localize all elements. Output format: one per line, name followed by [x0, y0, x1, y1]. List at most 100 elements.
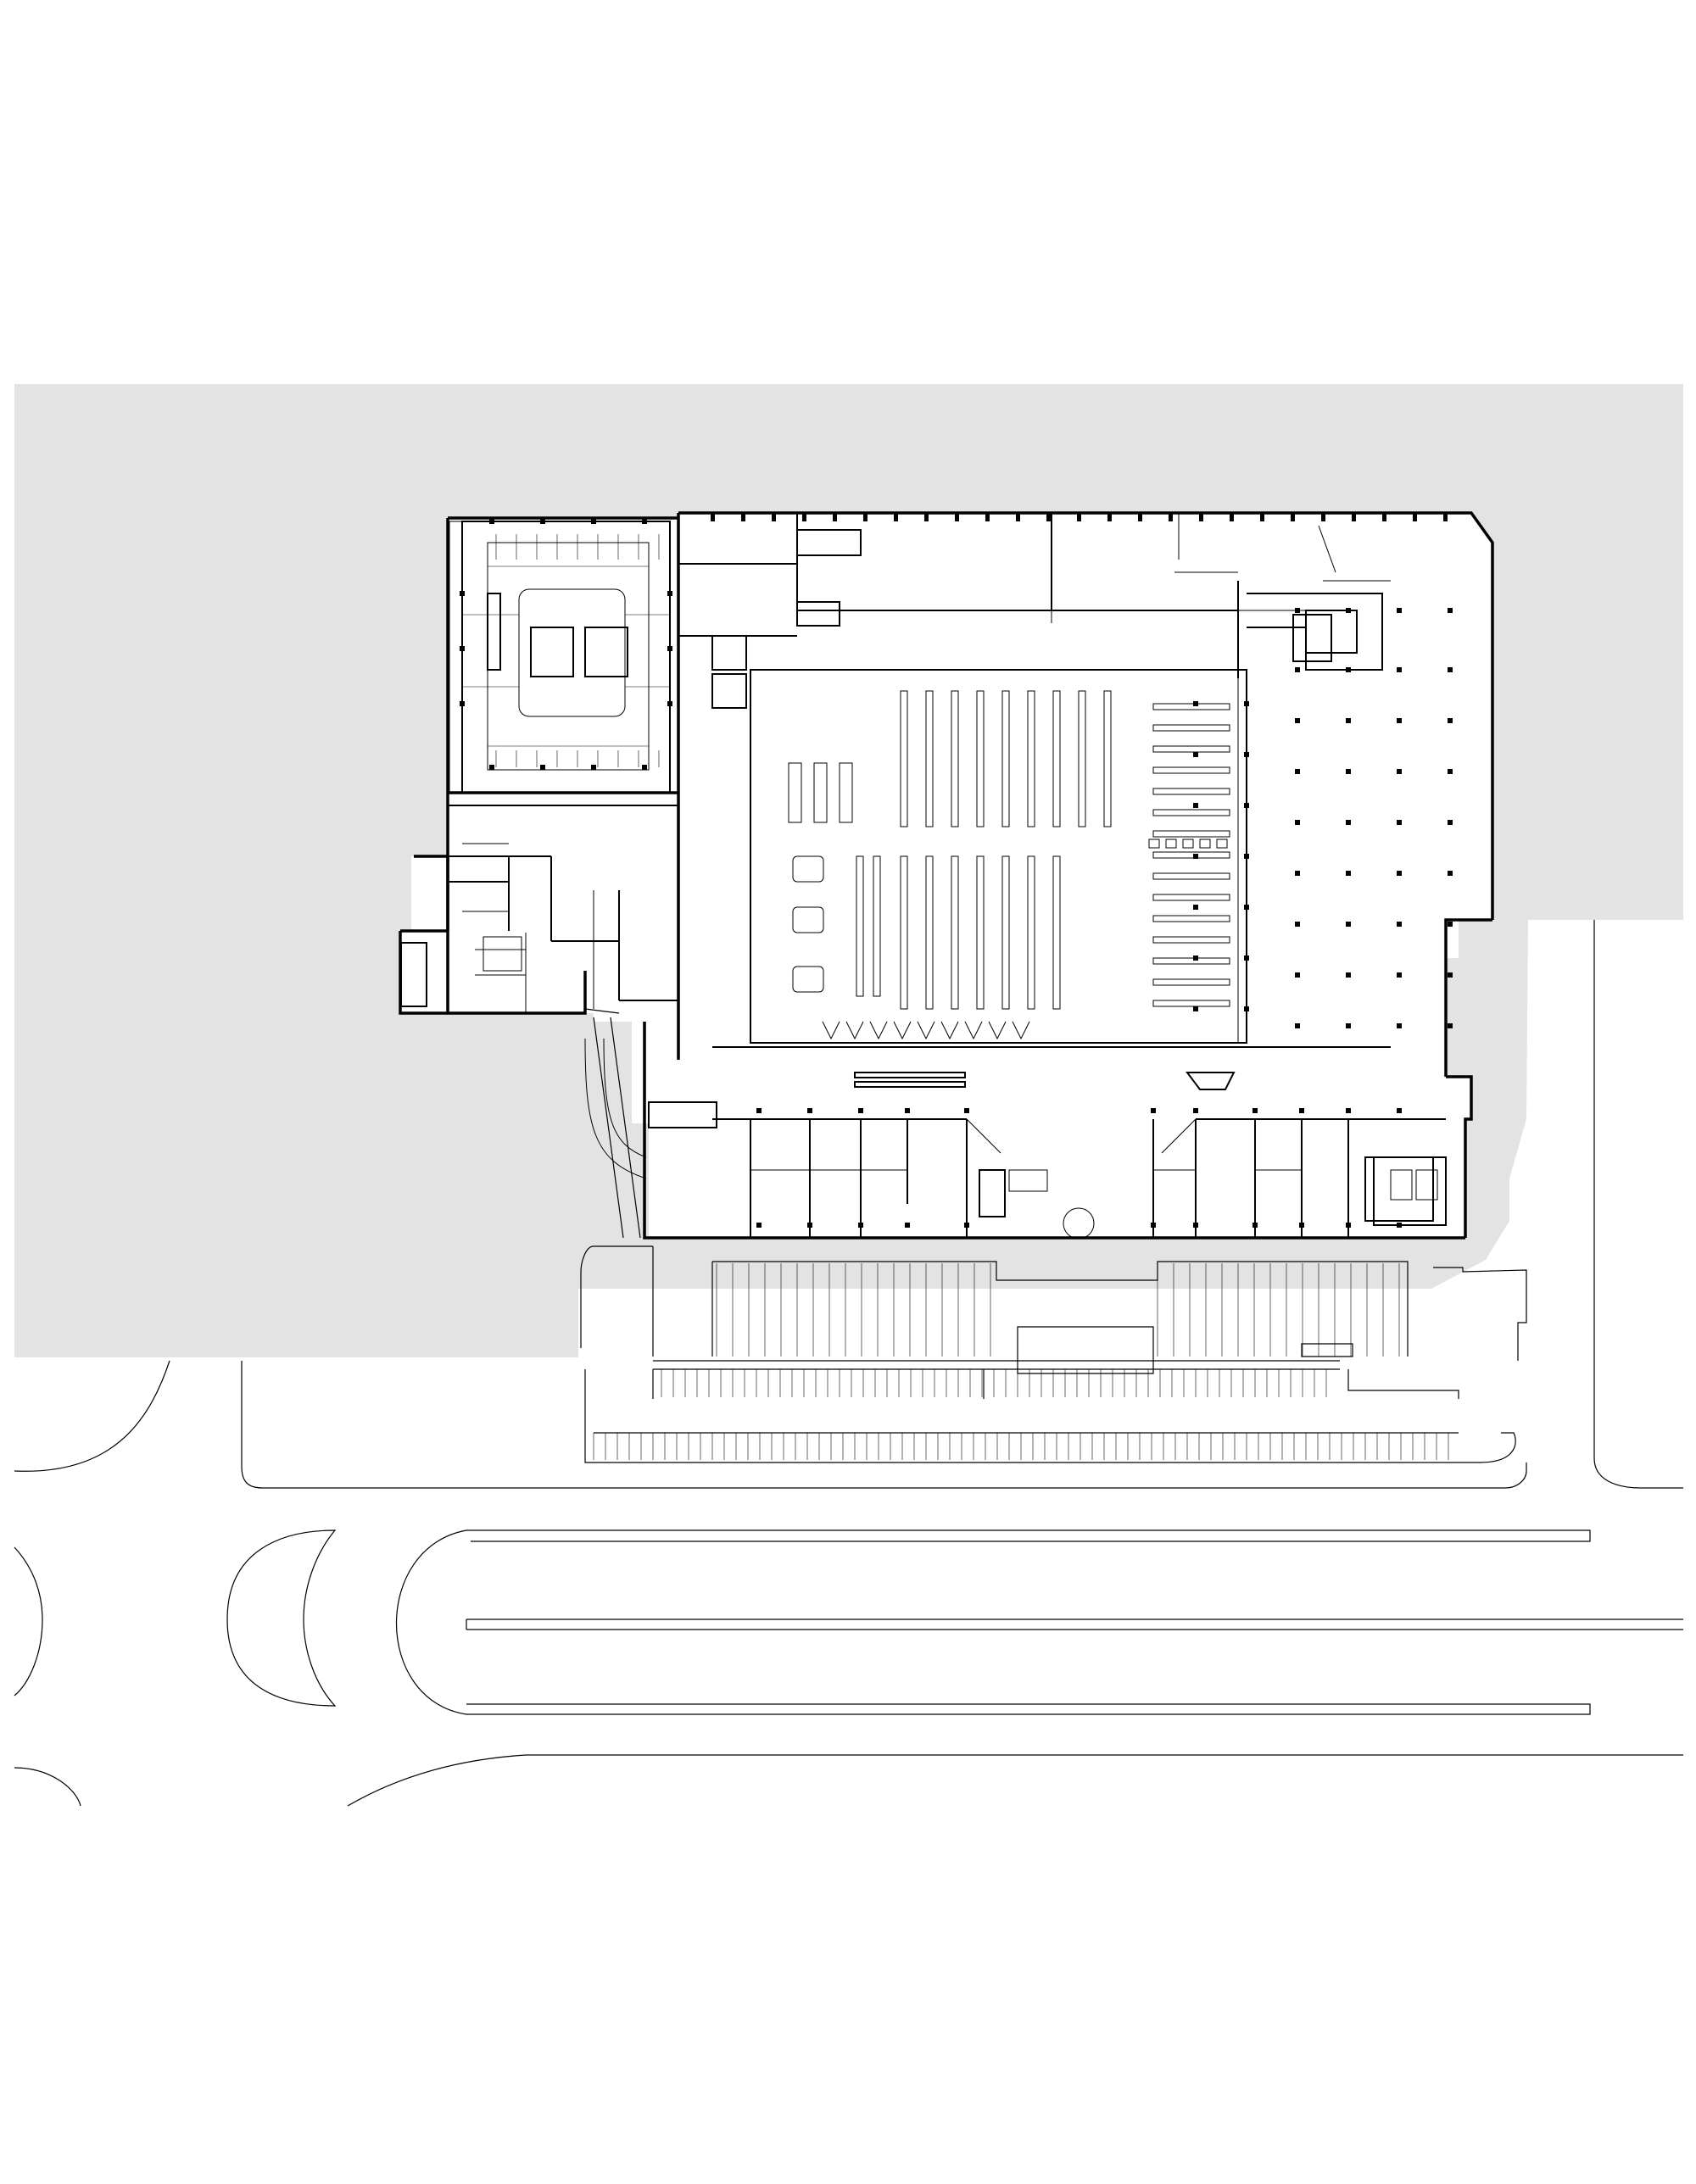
nw-parking-structure — [449, 521, 671, 794]
column — [1448, 667, 1453, 672]
facade-column — [1230, 513, 1234, 521]
column — [591, 765, 596, 770]
building-footprint — [400, 513, 1492, 1238]
display-island — [792, 906, 824, 933]
column — [1295, 871, 1300, 876]
shelf-gondola — [1103, 690, 1112, 827]
column — [460, 646, 465, 651]
checkout-lane — [940, 1021, 959, 1040]
column — [1252, 1223, 1258, 1228]
facade-column — [955, 513, 959, 521]
facade-column — [924, 513, 929, 521]
column — [1346, 608, 1351, 613]
south-parking — [580, 1245, 1527, 1463]
column — [1193, 1223, 1198, 1228]
column — [1397, 718, 1402, 723]
column — [1397, 1023, 1402, 1028]
shelf-gondola — [925, 690, 934, 827]
column — [1448, 608, 1453, 613]
column — [858, 1108, 863, 1113]
column — [1346, 820, 1351, 825]
column — [964, 1108, 969, 1113]
shelf-gondola — [1027, 690, 1035, 827]
shelf-gondola — [976, 690, 985, 827]
column — [1295, 667, 1300, 672]
column — [1397, 769, 1402, 774]
checkout-lane — [917, 1021, 935, 1040]
shelf-gondola — [925, 855, 934, 1010]
checkout-lane — [869, 1021, 888, 1040]
column — [1448, 871, 1453, 876]
column — [1151, 1108, 1156, 1113]
column — [489, 519, 494, 524]
display-fixture — [839, 762, 853, 823]
display-island — [792, 966, 824, 993]
column — [1448, 718, 1453, 723]
facade-column — [1077, 513, 1081, 521]
column — [667, 646, 672, 651]
roads — [14, 920, 1683, 1807]
shelf-rack — [1152, 936, 1230, 944]
column — [1295, 769, 1300, 774]
column — [1346, 1223, 1351, 1228]
structural-columns — [460, 513, 1453, 1228]
north-service-rooms — [678, 513, 1391, 709]
column — [1397, 820, 1402, 825]
column — [1193, 905, 1198, 910]
column — [1244, 1006, 1249, 1011]
column — [667, 701, 672, 706]
column — [1448, 769, 1453, 774]
facade-column — [1169, 513, 1173, 521]
column — [1299, 1223, 1304, 1228]
facade-column — [741, 513, 745, 521]
shelf-gondola — [1052, 855, 1061, 1010]
facade-column — [1016, 513, 1020, 521]
facade-column — [1138, 513, 1142, 521]
column — [1151, 1223, 1156, 1228]
column — [1295, 922, 1300, 927]
facade-column — [802, 513, 806, 521]
display-island — [792, 855, 824, 883]
column — [1295, 718, 1300, 723]
column — [1244, 956, 1249, 961]
column — [591, 519, 596, 524]
column — [1244, 905, 1249, 910]
parking-stalls — [495, 534, 1449, 1460]
facade-column — [711, 513, 715, 521]
display-box — [1165, 838, 1177, 849]
column — [1244, 701, 1249, 706]
column — [1295, 972, 1300, 978]
column — [642, 765, 647, 770]
west-wing-rooms — [400, 805, 678, 1013]
column — [1448, 1023, 1453, 1028]
checkout-lane — [845, 1021, 864, 1040]
facade-column — [833, 513, 837, 521]
facade-column — [863, 513, 868, 521]
column — [1346, 871, 1351, 876]
shelf-gondola — [1001, 855, 1010, 1010]
column — [1397, 871, 1402, 876]
column — [1346, 1108, 1351, 1113]
shelf-rack — [1152, 978, 1230, 986]
display-box — [1199, 838, 1211, 849]
shelf-rack — [1152, 703, 1230, 710]
column — [905, 1108, 910, 1113]
column — [1448, 820, 1453, 825]
column — [489, 765, 494, 770]
shelf-rack — [1152, 745, 1230, 753]
column — [1346, 1023, 1351, 1028]
column — [1397, 608, 1402, 613]
column — [807, 1108, 812, 1113]
shelf-rack — [1152, 872, 1230, 880]
column — [1193, 752, 1198, 757]
column — [1295, 820, 1300, 825]
shelf-gondola — [1078, 690, 1086, 827]
ne-cores — [1247, 593, 1434, 1222]
column — [1346, 972, 1351, 978]
column — [460, 701, 465, 706]
column — [1244, 803, 1249, 808]
column — [1244, 854, 1249, 859]
sw-ramp — [584, 1008, 717, 1239]
column — [1448, 922, 1453, 927]
facade-column — [1352, 513, 1356, 521]
